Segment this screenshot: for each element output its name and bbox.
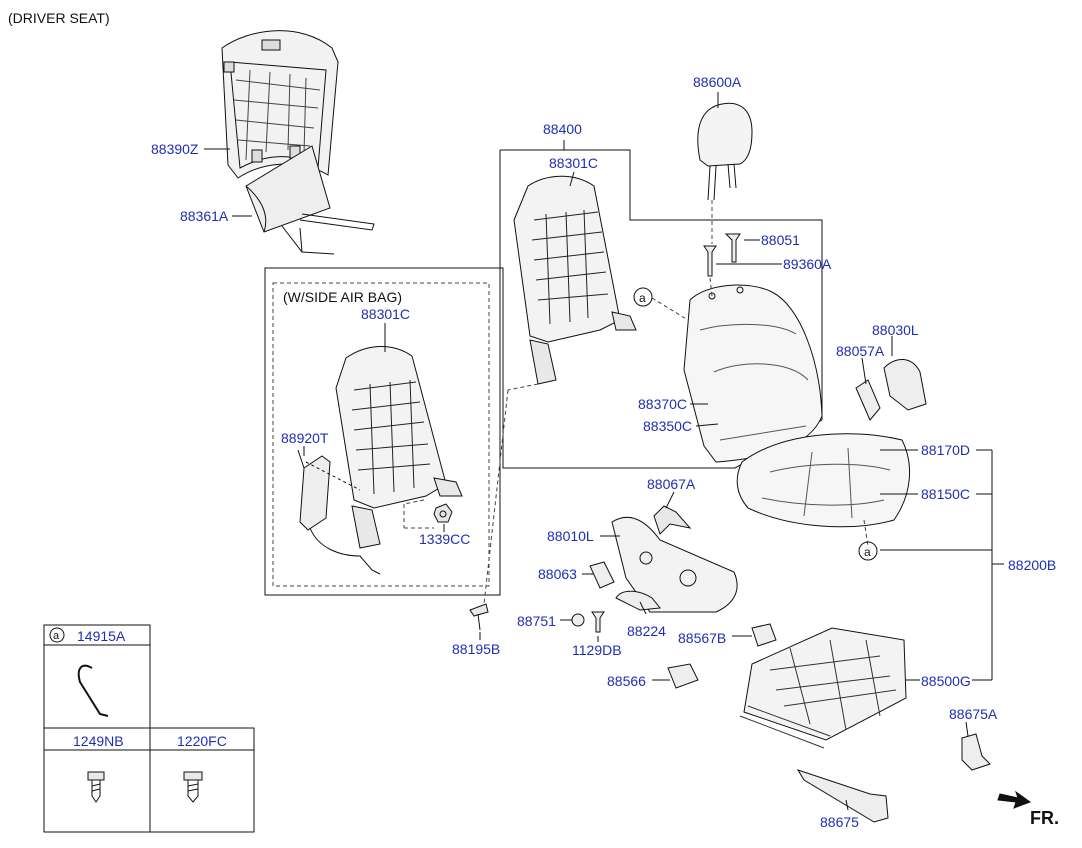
front-direction-label: FR. [1030,808,1059,828]
handle [615,590,661,611]
part-label[interactable]: 88390Z [151,141,199,157]
seatback-panel [221,30,339,179]
part-label[interactable]: 88920T [281,430,329,446]
legend-ref-letter: a [53,630,60,642]
part-label[interactable]: 88030L [872,322,919,338]
seat-frame-airbag [335,345,463,549]
legend-part-1220FC: 1220FC [177,733,227,749]
lever-bracket [653,505,692,535]
track-cover [667,663,699,689]
knob [589,561,615,589]
part-label[interactable]: 88751 [517,613,556,629]
part-label[interactable]: 88370C [638,396,688,412]
part-label[interactable]: 88350C [643,418,693,434]
part-label[interactable]: 88224 [627,623,666,639]
airbag-variant-box [272,282,490,587]
page-title: (DRIVER SEAT) [8,10,110,26]
rail-cover [796,769,889,823]
side-airbag [297,449,381,575]
part-label[interactable]: 89360A [783,256,832,272]
part-label[interactable]: 88301C [361,306,411,322]
seatback-cover [683,284,823,463]
part-label[interactable]: 88500G [921,673,971,689]
fasteners [469,603,605,633]
legend-part-1249NB: 1249NB [73,733,124,749]
part-label[interactable]: 88361A [180,208,229,224]
headrest-guides [703,233,741,277]
part-label[interactable]: 88170D [921,442,971,458]
part-label[interactable]: 1339CC [419,531,471,547]
part-label[interactable]: 88057A [836,343,885,359]
part-label[interactable]: 1129DB [572,642,622,658]
part-label[interactable]: 88067A [647,476,696,492]
seat-cushion [736,433,911,528]
ref-marker-back: a [639,291,646,305]
part-label[interactable]: 88400 [543,121,582,137]
leader-lines [204,92,1004,811]
front-arrow-icon [997,790,1032,809]
part-label[interactable]: 88200B [1008,557,1057,573]
ref-circle-cushion [858,541,878,561]
part-label[interactable]: 88675A [949,706,998,722]
part-label[interactable]: 88301C [549,155,599,171]
seat-frame-main [513,175,637,385]
part-label[interactable]: 88675 [820,814,859,830]
variant-caption: (W/SIDE AIR BAG) [283,289,403,305]
part-label[interactable]: 88600A [693,74,742,90]
assembly-outline [264,149,823,596]
ref-circle-back [633,287,653,307]
ref-marker-cushion: a [864,545,871,559]
part-label[interactable]: 88566 [607,673,646,689]
part-label[interactable]: 88063 [538,566,577,582]
part-label[interactable]: 88150C [921,486,971,502]
part-label[interactable]: 88051 [761,232,800,248]
track-cover-b [751,623,777,647]
headrest [697,102,753,201]
part-label[interactable]: 88567B [678,630,727,646]
rail-end-cover [961,733,991,771]
side-shield [611,517,738,613]
recliner-covers [855,359,927,421]
part-label[interactable]: 88010L [547,528,594,544]
legend-part-14915A: 14915A [77,628,126,644]
seatback-board [245,145,375,255]
nut [433,503,453,523]
part-label[interactable]: 88195B [452,641,501,657]
seat-track [739,627,907,749]
legend-table [43,624,255,833]
